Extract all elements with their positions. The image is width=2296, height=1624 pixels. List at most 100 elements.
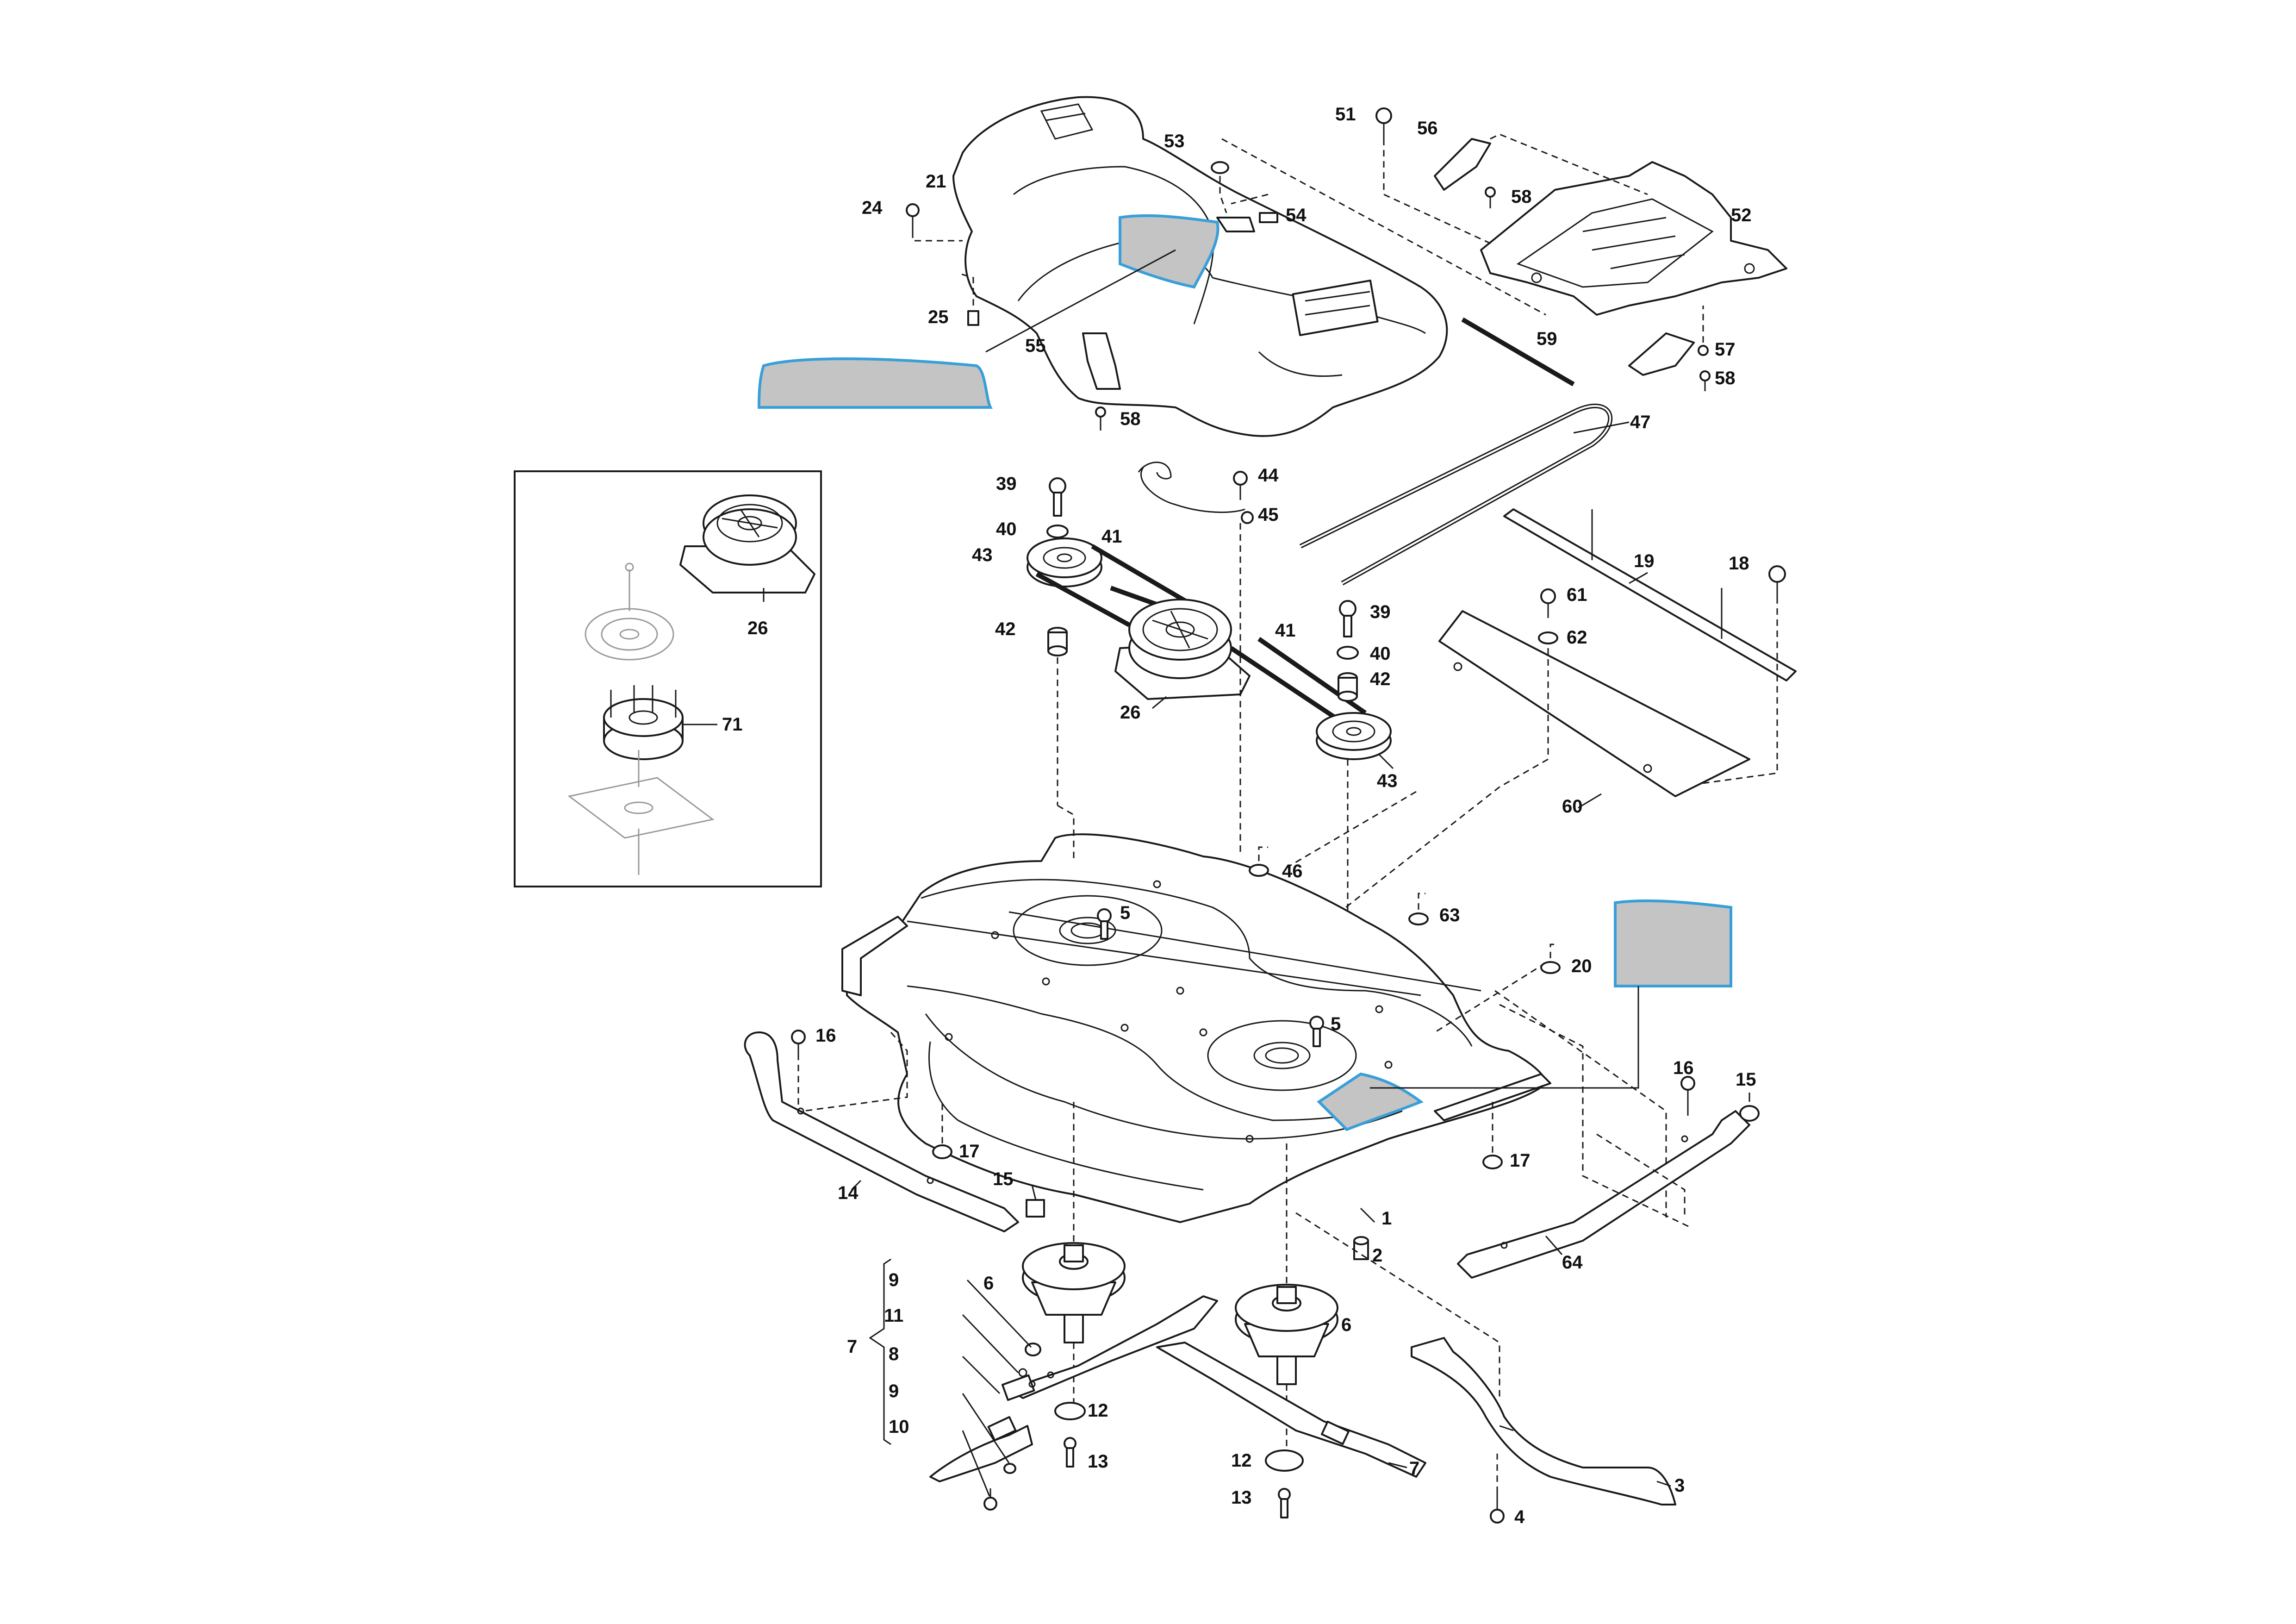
cap-15a [1026,1199,1045,1218]
callout-c25: 25 [928,307,949,327]
callout-c15b: 15 [1736,1069,1756,1090]
callout-c41b: 41 [1275,620,1296,641]
callout-c42b: 42 [1370,669,1391,689]
callout-c21: 21 [926,171,946,192]
spacer-42a [1047,627,1068,656]
callout-c61: 61 [1567,585,1587,605]
callout-c44: 44 [1258,465,1279,486]
callout-c63: 63 [1439,905,1460,925]
callout-c46: 46 [1282,861,1303,881]
deck-decal [1614,899,1732,987]
idler-pulley-43b [1316,712,1392,760]
inset-frame [514,470,822,887]
bolt-24 [906,203,920,231]
callout-c14: 14 [838,1183,859,1203]
callout-c43a: 43 [972,545,993,565]
nut-53 [1211,161,1229,174]
callout-c26b: 26 [1120,702,1141,723]
bolt-51 [1375,107,1392,139]
callout-c52: 52 [1731,205,1752,225]
clip-57 [1628,332,1709,376]
callout-c43b: 43 [1377,771,1398,791]
callout-c3: 3 [1674,1475,1685,1496]
callout-c9a: 9 [889,1270,899,1290]
callout-c10: 10 [889,1417,909,1437]
callout-c12a: 12 [1088,1400,1108,1421]
callout-c47: 47 [1630,412,1651,432]
callout-c12b: 12 [1231,1450,1252,1471]
drive-belt [1299,404,1613,586]
spindle-6a [1022,1242,1126,1343]
mower-deck [841,833,1551,1223]
callout-c5b: 5 [1331,1014,1341,1034]
bumper-64 [1457,1110,1750,1279]
callout-c55: 55 [1025,336,1046,356]
callout-c5a: 5 [1120,903,1130,923]
callout-c2: 2 [1372,1245,1382,1266]
callout-c6b: 6 [1341,1315,1351,1335]
callout-c17a: 17 [959,1141,980,1162]
spindle-6b [1235,1284,1338,1385]
bolt-16b [1680,1076,1695,1116]
callout-c42a: 42 [995,619,1016,639]
callout-c40b: 40 [1370,643,1391,664]
callout-c58b: 58 [1511,187,1532,207]
callout-c17b: 17 [1510,1150,1531,1171]
screw-58c [1699,370,1711,391]
blade-right [1156,1342,1426,1478]
callout-c60: 60 [1562,796,1583,817]
bolt-39a [1049,477,1066,517]
deflector-3 [1411,1337,1676,1505]
callout-c39a: 39 [996,474,1017,494]
blade-left [1001,1295,1218,1401]
bolt-18 [1768,565,1786,597]
bumper-14 [744,1031,1019,1232]
callout-c58c: 58 [1715,368,1736,388]
nut-9b [1003,1463,1016,1474]
bolt-13b [1278,1488,1291,1518]
cover-decal [757,357,993,409]
callout-c54: 54 [1286,205,1307,225]
nut-17b [1482,1155,1503,1169]
callout-c45: 45 [1258,505,1279,525]
clip-56 [1434,138,1491,191]
nut-17a [932,1144,952,1159]
callout-c71: 71 [722,714,743,735]
rod-59 [1461,317,1575,387]
drive-pulley-26 [1114,599,1251,700]
bolt-39b [1339,600,1356,637]
nut-9a [1025,1343,1041,1356]
callout-c1: 1 [1381,1208,1392,1229]
washer-12a [1054,1402,1086,1420]
callout-c16a: 16 [815,1025,836,1046]
callout-c51: 51 [1335,104,1356,125]
idler-pulley-43a [1027,537,1102,587]
washer-40b [1337,646,1359,660]
callout-c62: 62 [1567,627,1587,648]
screw-58a [1095,406,1106,431]
callout-c57: 57 [1715,339,1736,360]
callout-c11: 11 [884,1305,903,1326]
callout-c4: 4 [1514,1507,1525,1527]
flap-55 [1082,332,1121,390]
cap-15b [1739,1105,1760,1122]
nut-46 [1249,846,1269,877]
bolt-44 [1233,471,1248,500]
callout-c64: 64 [1562,1252,1583,1273]
bolt-13a [1064,1437,1076,1468]
bolt-25 [967,310,979,326]
blade-kit-lower [929,1416,1033,1482]
bolt-10 [983,1488,997,1511]
screw-58b [1485,187,1496,208]
spacer-42b [1338,672,1358,702]
callout-c20: 20 [1571,956,1592,976]
callout-c58a: 58 [1120,409,1141,429]
nut-20 [1540,943,1561,974]
stiffener-19 [1503,508,1797,681]
washer-62 [1538,631,1558,644]
callout-c56: 56 [1417,118,1438,138]
callout-c39b: 39 [1370,602,1391,622]
callout-c15a: 15 [993,1169,1014,1189]
